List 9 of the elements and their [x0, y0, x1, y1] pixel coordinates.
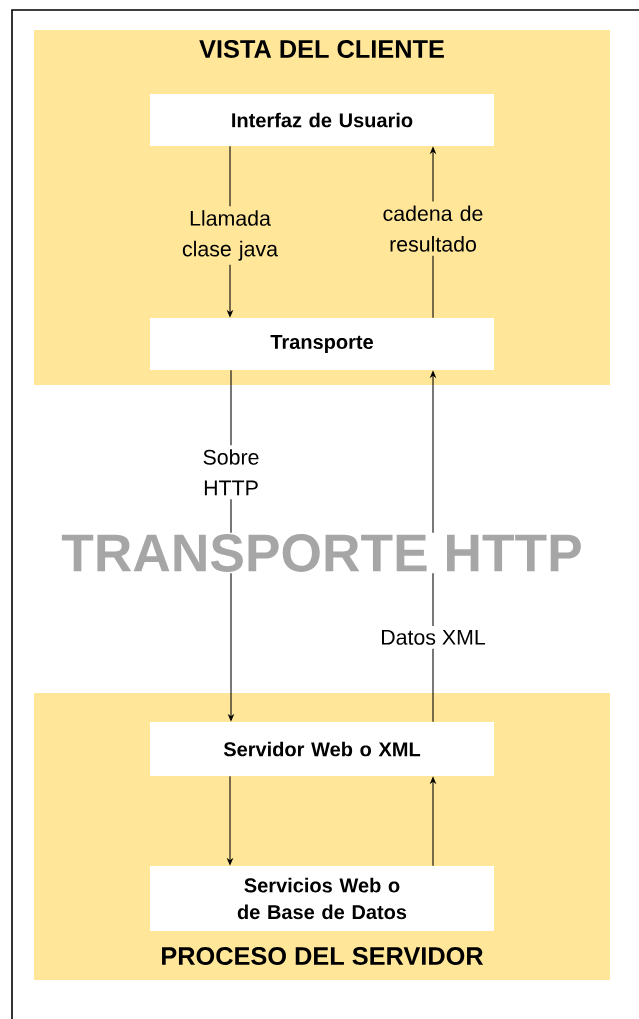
edge-label: Llamada clase java — [169, 206, 291, 265]
edge-label: Sobre HTTP — [190, 445, 272, 500]
edge-label: cadena de resultado — [372, 201, 494, 256]
process-box: Transporte — [150, 318, 494, 370]
banner-text: TRANSPORTE HTTP — [59, 532, 585, 574]
process-box: Interfaz de Usuario — [150, 94, 494, 146]
process-box: Servidor Web o XML — [150, 722, 494, 776]
edge-label: Datos XML — [376, 625, 490, 649]
process-box: Servicios Web o de Base de Datos — [150, 866, 494, 931]
